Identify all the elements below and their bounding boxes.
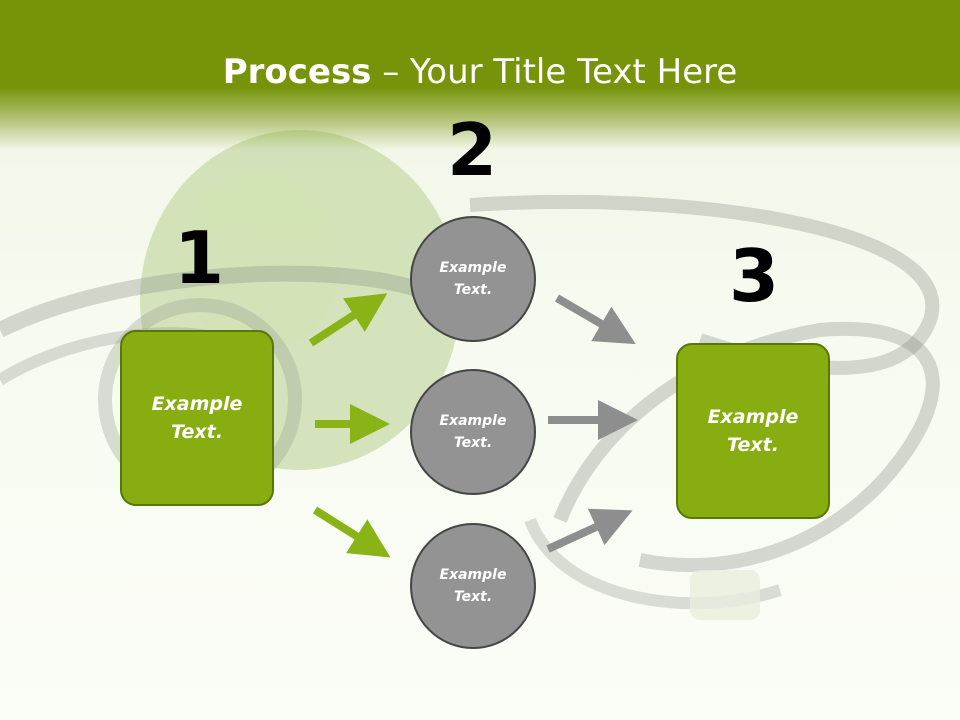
step-2-circle-1-text: Example Text.: [439, 259, 507, 298]
arrow-circle-1-to-3: [554, 294, 636, 345]
step-1-text: Example Text.: [151, 392, 243, 444]
step-2-circle-2: Example Text.: [410, 369, 536, 495]
arrow-circle-3-to-3: [546, 508, 633, 553]
title-bold: Process: [222, 52, 372, 92]
step-2-circle-2-text: Example Text.: [439, 412, 507, 451]
step-2-number: 2: [446, 108, 498, 192]
step-2-circle-1: Example Text.: [410, 216, 536, 342]
step-2-circle-3-text: Example Text.: [439, 566, 507, 605]
arrow-1-to-circle-3: [312, 506, 391, 558]
arrow-1-to-circle-1: [308, 293, 388, 347]
title-bar: [0, 0, 960, 150]
step-3-box: Example Text.: [676, 343, 830, 519]
title-rest: – Your Title Text Here: [371, 52, 738, 92]
step-1-box: Example Text.: [120, 330, 274, 506]
step-3-text: Example Text.: [707, 405, 799, 457]
step-2-circle-3: Example Text.: [410, 523, 536, 649]
slide-title: Process – Your Title Text Here: [0, 52, 960, 92]
step-1-number: 1: [173, 216, 225, 300]
step-3-number: 3: [728, 234, 780, 318]
